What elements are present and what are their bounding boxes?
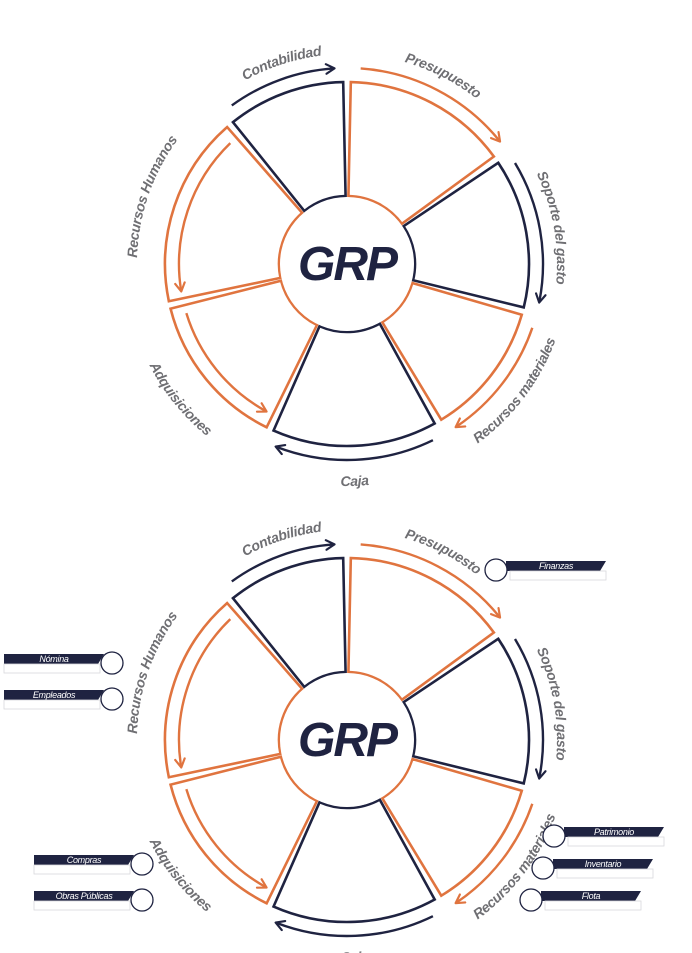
module-circle-icon — [519, 888, 543, 912]
module-field — [3, 699, 101, 710]
flow-arrow-contabilidad — [231, 539, 336, 583]
segment-shape-materiales — [380, 281, 524, 422]
flow-arrow-adquisiciones — [185, 312, 268, 413]
module-circle-icon — [100, 687, 124, 711]
segment-shape-presupuesto — [347, 80, 496, 226]
module-finanzas[interactable]: Finanzas — [484, 558, 607, 582]
module-circle-icon — [531, 856, 555, 880]
flow-arrow-presupuesto — [360, 543, 502, 619]
segment-label-contabilidad: Contabilidad — [239, 43, 323, 84]
center-label: GRP — [298, 714, 399, 767]
module-field — [3, 663, 101, 674]
module-empleados[interactable]: Empleados — [3, 687, 124, 711]
segment-shape-contabilidad — [231, 556, 347, 689]
module-label: Nómina — [39, 654, 69, 664]
flow-arrow-contabilidad — [231, 63, 336, 107]
segment-label-contabilidad: Contabilidad — [239, 519, 323, 560]
flow-arrow-soporte — [513, 638, 547, 780]
module-bar — [34, 855, 134, 865]
segment-shape-materiales — [380, 757, 524, 898]
center-hub — [280, 197, 414, 331]
module-compras[interactable]: Compras — [33, 852, 154, 876]
flow-arrow-humanos — [174, 142, 232, 293]
center-hub — [280, 673, 414, 807]
module-circle-icon — [100, 651, 124, 675]
segment-shape-caja — [271, 797, 437, 924]
segment-shape-soporte — [401, 160, 531, 309]
segment-label-caja: Caja — [341, 948, 370, 953]
module-bar — [506, 561, 606, 571]
module-field — [567, 836, 665, 847]
flow-arrow-adquisiciones — [185, 788, 268, 889]
flow-arrow-humanos — [174, 618, 232, 769]
segment-shape-humanos — [163, 601, 305, 779]
module-label: Empleados — [33, 690, 76, 700]
module-label: Finanzas — [539, 561, 574, 571]
module-label: Flota — [582, 891, 601, 901]
center-label: GRP — [298, 238, 399, 291]
module-bar — [553, 859, 653, 869]
module-nomina[interactable]: Nómina — [3, 651, 124, 675]
segment-shape-caja — [271, 321, 437, 448]
module-label: Inventario — [585, 859, 622, 869]
module-field — [509, 570, 607, 581]
module-patrimonio[interactable]: Patrimonio — [542, 824, 665, 848]
flow-arrow-materiales — [454, 327, 534, 429]
module-label: Compras — [67, 855, 102, 865]
module-inventario[interactable]: Inventario — [531, 856, 654, 880]
module-field — [544, 900, 642, 911]
module-label: Obras Públicas — [56, 891, 114, 901]
flow-arrow-presupuesto — [360, 67, 502, 143]
segment-shape-presupuesto — [347, 556, 496, 702]
module-bar — [34, 891, 134, 901]
segment-shape-contabilidad — [231, 80, 347, 213]
module-field — [33, 864, 131, 875]
flow-arrow-caja — [274, 915, 434, 938]
module-bar — [541, 891, 641, 901]
module-bar — [564, 827, 664, 837]
segment-shape-adquisiciones — [168, 755, 319, 906]
module-field — [556, 868, 654, 879]
module-circle-icon — [130, 888, 154, 912]
module-field — [33, 900, 131, 911]
module-circle-icon — [542, 824, 566, 848]
flow-arrow-soporte — [513, 162, 547, 304]
flow-arrow-materiales — [454, 803, 534, 905]
segment-label-caja: Caja — [341, 472, 370, 489]
segment-caja[interactable]: Caja — [210, 321, 495, 489]
segment-caja[interactable]: Caja — [210, 797, 495, 953]
segment-shape-soporte — [401, 636, 531, 785]
segment-shape-humanos — [163, 125, 305, 303]
flow-arrow-caja — [274, 439, 434, 462]
module-label: Patrimonio — [594, 827, 634, 837]
module-flota[interactable]: Flota — [519, 888, 642, 912]
module-circle-icon — [484, 558, 508, 582]
module-circle-icon — [130, 852, 154, 876]
module-obras-publicas[interactable]: Obras Públicas — [33, 888, 154, 912]
module-bar — [4, 654, 104, 664]
segment-shape-adquisiciones — [168, 279, 319, 430]
module-bar — [4, 690, 104, 700]
